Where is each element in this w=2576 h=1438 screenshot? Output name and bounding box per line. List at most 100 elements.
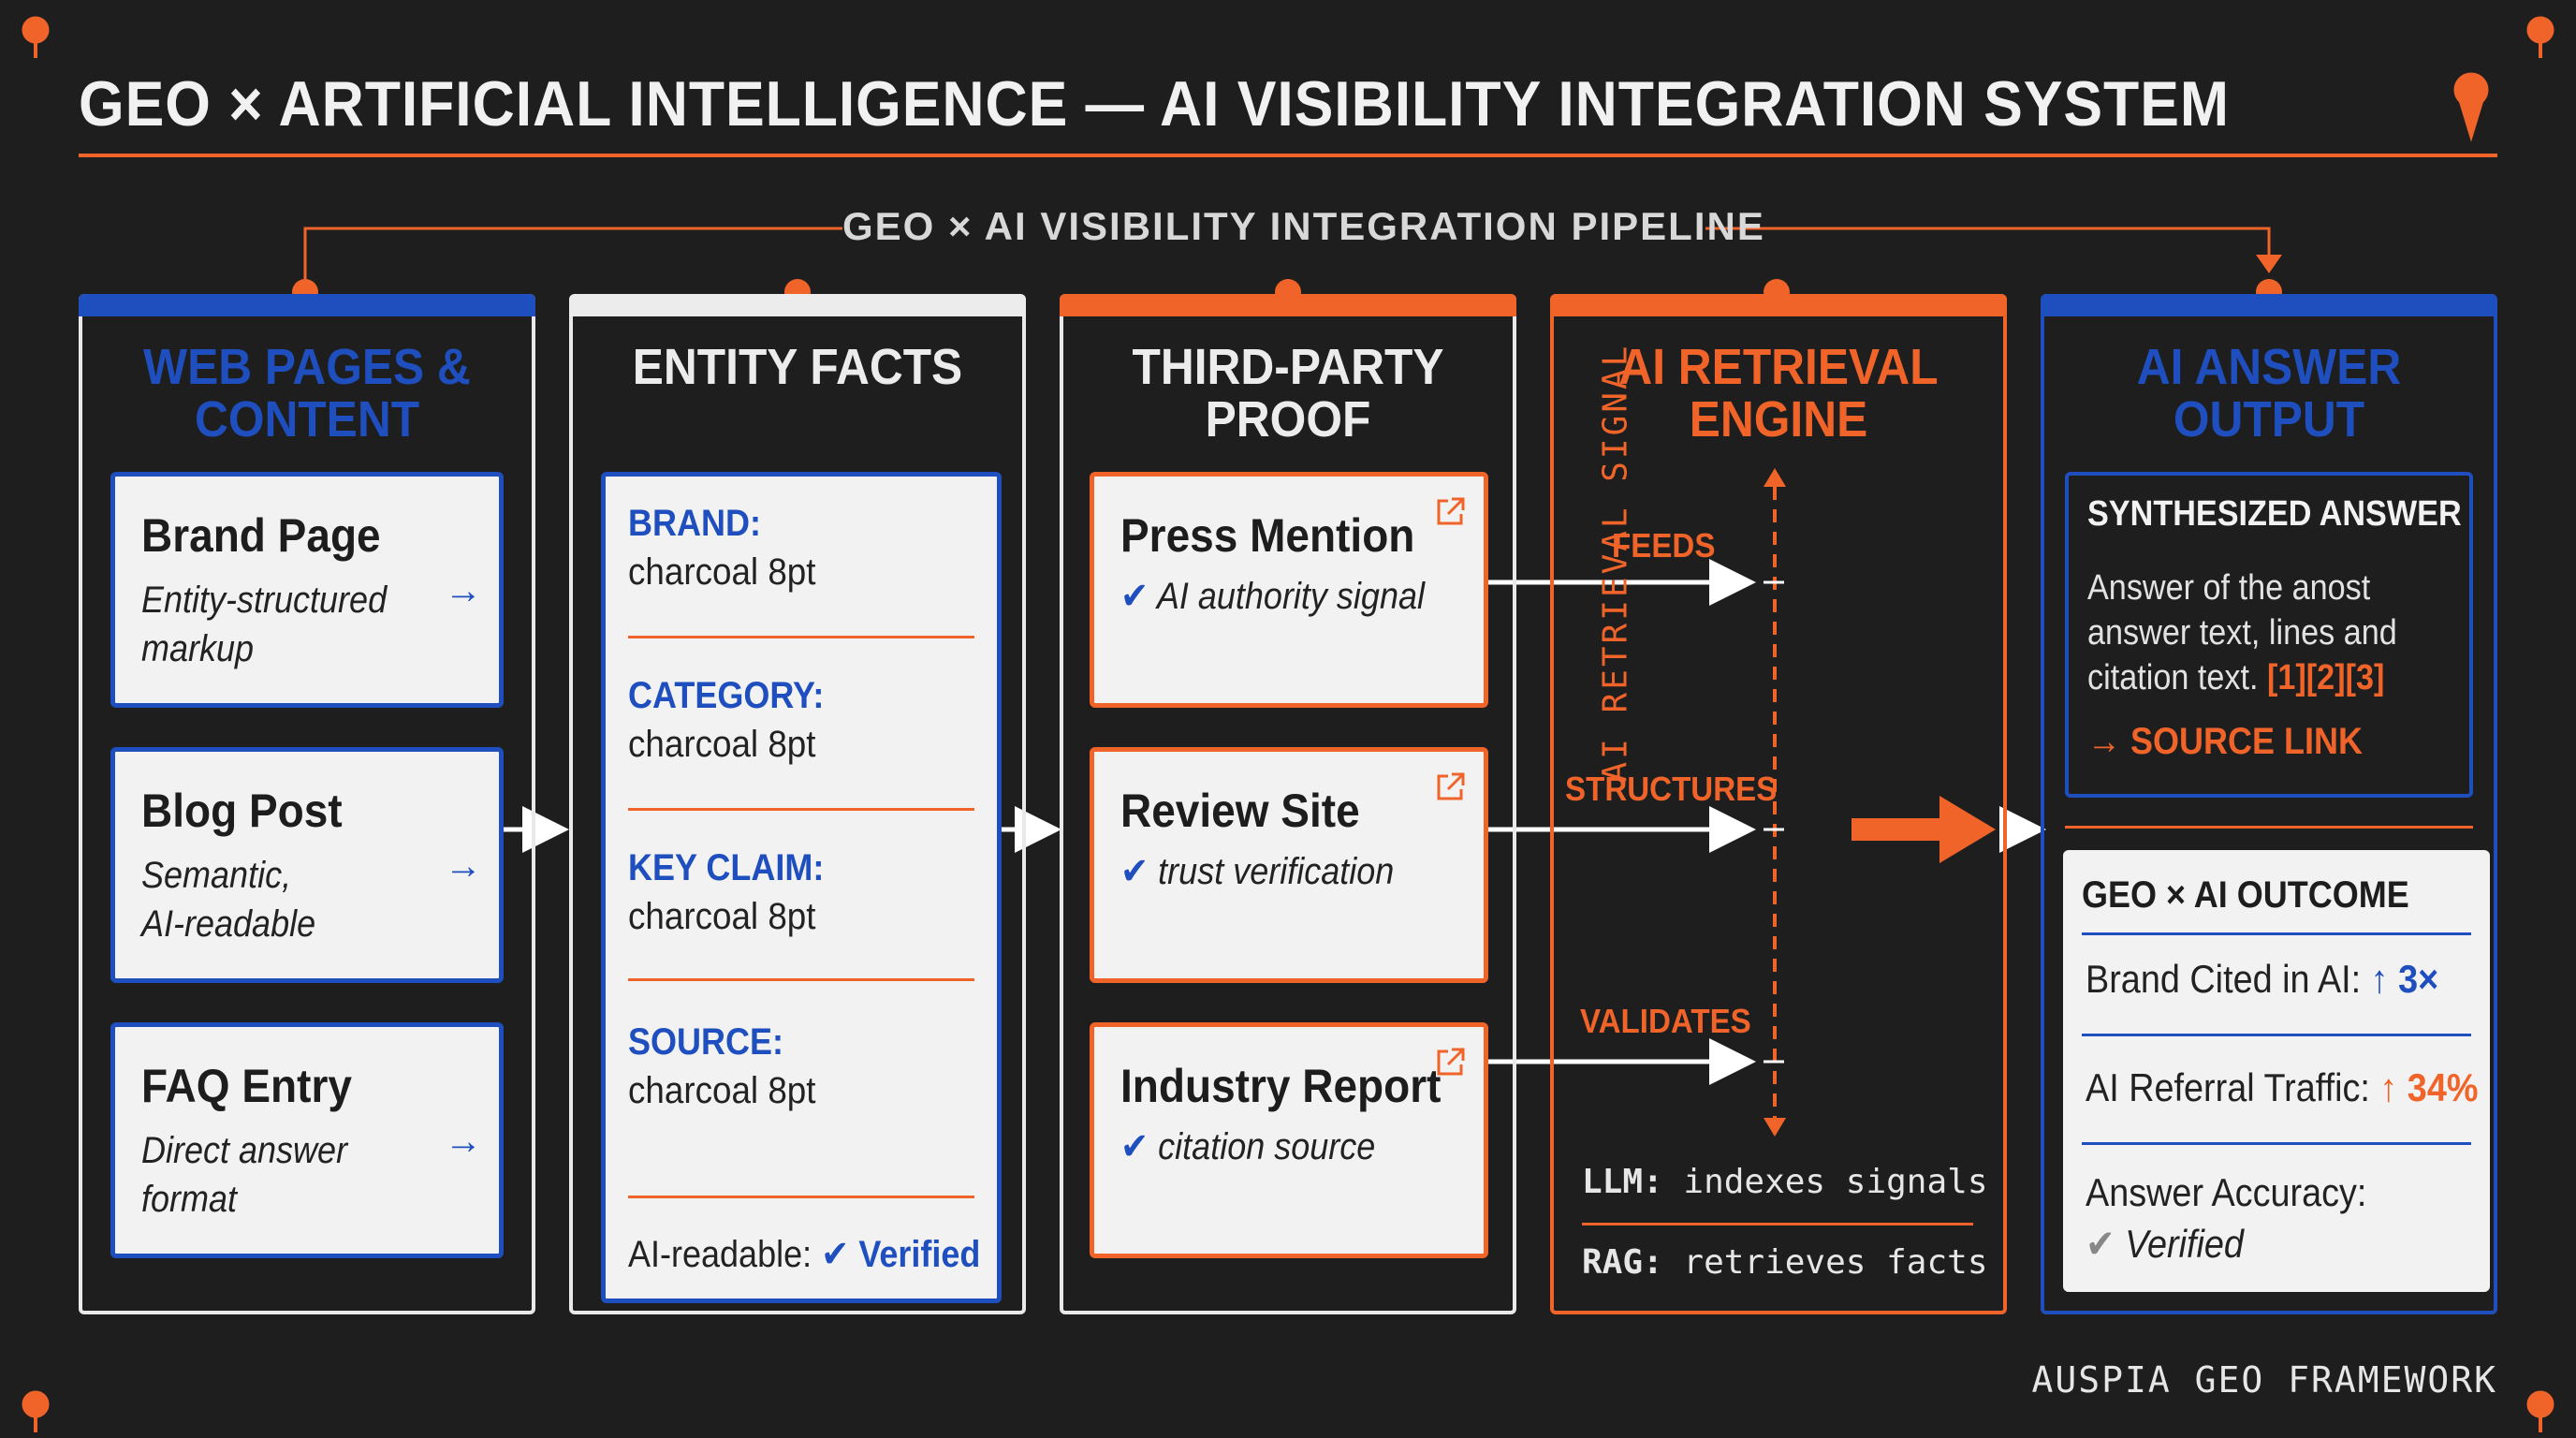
arrow-right-icon: → [445,845,482,887]
external-link-icon [1435,1046,1467,1082]
external-link-icon [1435,495,1467,532]
column-entity-facts: ENTITY FACTS BRAND: charcoal 8pt CATEGOR… [569,294,1026,1314]
output-divider [2065,826,2473,829]
map-pin-icon [22,16,2554,1432]
card-title: Review Site [1120,785,1360,837]
outcome-title: GEO × AI OUTCOME [2082,874,2409,916]
fact-label: SOURCE: [628,1021,784,1063]
card-note: ✔ trust verification [1120,847,1394,896]
card-subtitle: markup [141,628,255,669]
card-note-text: trust verification [1158,851,1395,892]
card-blog-post[interactable]: Blog Post Semantic, AI-readable → [110,747,504,983]
column-title: WEB PAGES & CONTENT [100,341,514,446]
rag-value: retrieves facts [1683,1243,1988,1282]
check-icon: ✔ [1120,1126,1149,1167]
flow-label-structures: STRUCTURES [1565,770,1778,808]
fact-value: charcoal 8pt [628,551,816,593]
card-press-mention[interactable]: Press Mention ✔ AI authority signal [1090,472,1488,708]
column-title-line: CONTENT [194,391,420,448]
column-topbar [2041,294,2497,316]
fact-divider [628,808,974,811]
column-title-line: OUTPUT [2173,391,2365,448]
answer-accuracy-value: ✔ Verified [2086,1221,2244,1267]
fact-value: charcoal 8pt [628,724,816,765]
column-topbar [1060,294,1516,316]
card-note: ✔ AI authority signal [1120,572,1425,621]
column-title-line: WEB PAGES & [143,339,471,395]
synth-text: Answer of the anost answer text, lines a… [2087,565,2397,700]
card-review-site[interactable]: Review Site ✔ trust verification [1090,747,1488,983]
brand-cited-row: Brand Cited in AI: ↑ 3× [2086,957,2438,1002]
arrow-right-icon: → [445,1121,482,1162]
column-topbar [79,294,535,316]
metric-value: ↑ 34% [2379,1065,2479,1109]
status-label: AI-readable: [628,1234,812,1275]
llm-key: LLM: [1582,1163,1663,1201]
card-title: Blog Post [141,785,343,837]
fact-divider [628,978,974,981]
check-icon: ✔ [2086,1222,2115,1266]
page-title: GEO × ARTIFICIAL INTELLIGENCE — AI VISIB… [79,68,2230,139]
fact-value: charcoal 8pt [628,896,816,937]
column-title: THIRD-PARTY PROOF [1081,341,1495,446]
metric-label: AI Referral Traffic: [2086,1065,2370,1109]
check-icon: ✔ [1120,576,1149,617]
card-brand-page[interactable]: Brand Page Entity-structured markup → [110,472,504,708]
synthesized-answer-box: SYNTHESIZED ANSWER Answer of the anost a… [2065,472,2473,798]
check-icon: ✔ [821,1234,850,1275]
outcome-card: GEO × AI OUTCOME Brand Cited in AI: ↑ 3×… [2063,850,2490,1292]
arrow-right-icon: → [445,570,482,611]
column-title-line: THIRD-PARTY [1132,339,1444,395]
column-title-line: AI RETRIEVAL [1618,339,1939,395]
card-title: Industry Report [1120,1060,1442,1112]
card-note: ✔ citation source [1120,1123,1375,1171]
card-subtitle: Entity-structured [141,580,388,621]
column-title-line: PROOF [1205,391,1371,448]
column-topbar [1550,294,2007,316]
ai-readable-status: AI-readable: ✔ Verified [628,1233,980,1276]
llm-line: LLM: indexes signals [1582,1163,1988,1201]
referral-traffic-row: AI Referral Traffic: ↑ 34% [2086,1065,2478,1110]
card-subtitle: AI-readable [141,903,316,945]
column-title-line: ENTITY FACTS [632,339,963,395]
flow-label-feeds: FEEDS [1612,526,1716,565]
llm-value: indexes signals [1683,1163,1988,1201]
column-title-line: ENGINE [1689,391,1868,448]
check-icon: ✔ [1120,851,1149,892]
fact-divider [628,636,974,638]
engine-divider [1582,1223,1973,1225]
fact-label: KEY CLAIM: [628,847,825,888]
column-title-line: AI ANSWER [2136,339,2402,395]
answer-accuracy-label: Answer Accuracy: [2086,1170,2367,1214]
external-link-icon [1435,770,1467,807]
card-industry-report[interactable]: Industry Report ✔ citation source [1090,1022,1488,1258]
flow-label-validates: VALIDATES [1580,1002,1751,1040]
metric-value: ↑ 3× [2370,957,2439,1001]
card-faq-entry[interactable]: FAQ Entry Direct answer format → [110,1022,504,1258]
entity-facts-card: BRAND: charcoal 8pt CATEGORY: charcoal 8… [601,472,1002,1303]
card-subtitle: format [141,1179,238,1220]
card-title: FAQ Entry [141,1060,352,1112]
outcome-divider [2082,1142,2471,1145]
citation-markers[interactable]: [1][2][3] [2266,658,2385,697]
column-topbar [569,294,1026,316]
metric-value: Verified [2125,1222,2244,1266]
card-note-text: AI authority signal [1156,576,1425,617]
status-value: Verified [858,1234,981,1275]
fact-label: BRAND: [628,503,761,544]
signal-label: AI RETRIEVAL SIGNAL [1596,343,1635,783]
rag-key: RAG: [1582,1243,1663,1282]
pipeline-label: GEO × AI VISIBILITY INTEGRATION PIPELINE [842,204,1765,248]
column-third-party-proof: THIRD-PARTY PROOF Press Mention ✔ AI aut… [1060,294,1516,1314]
metric-label: Brand Cited in AI: [2086,957,2362,1001]
column-ai-answer-output: AI ANSWER OUTPUT SYNTHESIZED ANSWER Answ… [2041,294,2497,1314]
card-note-text: citation source [1158,1126,1376,1167]
synth-title: SYNTHESIZED ANSWER [2087,494,2462,534]
column-title: AI ANSWER OUTPUT [2062,341,2476,446]
column-ai-retrieval-engine: AI RETRIEVAL ENGINE [1550,294,2007,1314]
source-link[interactable]: → SOURCE LINK [2087,721,2364,762]
fact-label: CATEGORY: [628,675,825,716]
outcome-divider [2082,1034,2471,1036]
card-subtitle: Direct answer [141,1130,348,1171]
